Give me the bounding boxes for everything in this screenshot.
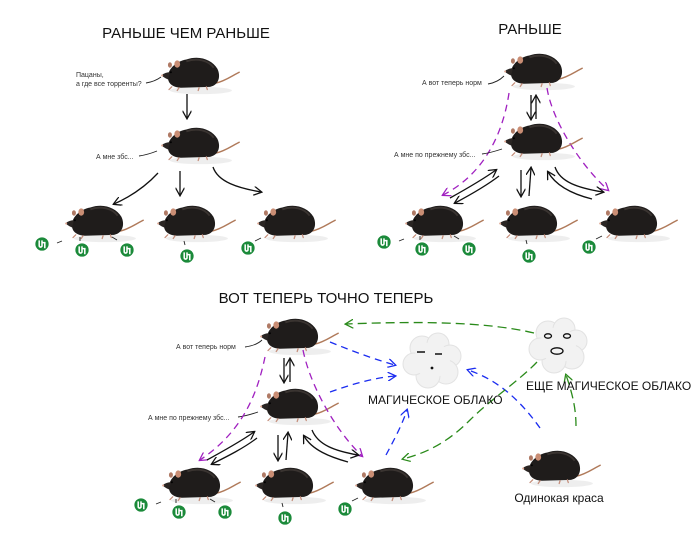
panel-title: РАНЬШЕ: [498, 21, 561, 38]
utorrent-icon: [35, 237, 49, 251]
panel-earliest: РАНЬШЕ ЧЕМ РАНЬШЕ Пацаны, а где все торр…: [35, 25, 337, 263]
arrow-down: [212, 437, 258, 464]
rat-leaf: [354, 466, 435, 506]
rat-leaf: [161, 466, 242, 506]
speech-pointer: [138, 150, 158, 157]
cloud-icon: [402, 332, 462, 389]
arrow-up: [304, 436, 349, 463]
torrent-links: [398, 235, 603, 245]
cloud-face: [562, 333, 572, 339]
rat-root: [160, 56, 241, 96]
rat-middle: [160, 126, 241, 166]
arrow-up: [548, 172, 593, 200]
speech-note: А вот теперь норм: [422, 80, 482, 87]
utorrent-icon: [172, 505, 186, 519]
utorrent-icon: [134, 498, 148, 512]
speech-pointer: [487, 75, 505, 85]
arrow-up: [286, 433, 288, 461]
blue-dashed-arrow: [385, 410, 407, 456]
blue-dashed-arrow: [468, 370, 541, 429]
arrow-right: [212, 166, 261, 192]
torrent-links: [155, 497, 359, 508]
rat-middle: [259, 387, 340, 427]
arrow-right: [311, 429, 358, 455]
purple-dashed-arrow: [200, 356, 266, 460]
speech-note: А мне збс...: [96, 153, 134, 161]
rat-leaf: [598, 204, 679, 244]
speech-pointer: [244, 339, 263, 348]
purple-dashed-arrow: [443, 92, 510, 195]
panel-title: ВОТ ТЕПЕРЬ ТОЧНО ТЕПЕРЬ: [219, 290, 434, 307]
utorrent-icon: [120, 243, 134, 257]
rat-middle: [503, 122, 584, 162]
green-dashed-arrow: [566, 375, 577, 427]
speech-note: А мне по прежнему збс...: [394, 151, 475, 159]
utorrent-icon: [377, 235, 391, 249]
utorrent-icon: [278, 511, 292, 525]
utorrent-icon: [180, 249, 194, 263]
panel-title: РАНЬШЕ ЧЕМ РАНЬШЕ: [102, 25, 270, 42]
blue-dashed-arrow: [329, 341, 395, 365]
green-dashed-arrow: [403, 361, 538, 459]
rat-leaf: [404, 204, 485, 244]
cloud-icon: [528, 317, 588, 374]
arrow-up: [529, 168, 531, 197]
rat-root: [503, 52, 584, 92]
rat-leaf: [256, 204, 337, 244]
cloud-label: МАГИЧЕСКОЕ ОБЛАКО: [368, 393, 503, 407]
green-dashed-arrow: [346, 323, 535, 334]
rat-leaf: [64, 204, 145, 244]
arrow-up: [206, 432, 254, 461]
blue-dashed-arrow: [329, 376, 395, 393]
torrent-links: [56, 236, 262, 246]
magic-cloud: МАГИЧЕСКОЕ ОБЛАКО: [368, 332, 503, 407]
speech-note: а где все торренты?: [76, 81, 142, 88]
utorrent-icon: [415, 242, 429, 256]
speech-pointer: [481, 148, 503, 155]
speech-note: Пацаны,: [76, 72, 104, 79]
lonely-rat-caption: Одинокая краса: [514, 491, 604, 505]
speech-pointer: [237, 411, 259, 418]
rat-lonely: [521, 449, 602, 489]
panel-earlier: РАНЬШЕ А вот теперь норм А мне по прежне…: [377, 21, 679, 263]
cloud-face: [543, 333, 553, 339]
cloud-face: [417, 351, 442, 355]
rat-leaf: [156, 204, 237, 244]
utorrent-icon: [338, 502, 352, 516]
arrow-down: [455, 175, 500, 203]
magic-cloud-2: ЕЩЕ МАГИЧЕСКОЕ ОБЛАКО: [526, 317, 691, 393]
utorrent-icon: [241, 241, 255, 255]
utorrent-icon: [75, 243, 89, 257]
utorrent-icon: [582, 240, 596, 254]
purple-dashed-arrow: [302, 349, 362, 456]
rat-leaf: [254, 466, 335, 506]
cloud-face: [550, 347, 564, 355]
panel-now: ВОТ ТЕПЕРЬ ТОЧНО ТЕПЕРЬ А вот теперь нор…: [134, 290, 691, 525]
arrow-left: [114, 172, 159, 204]
utorrent-icon: [218, 505, 232, 519]
arrow-right: [554, 166, 603, 192]
speech-pointer: [145, 76, 162, 84]
rat-leaf: [498, 204, 579, 244]
speech-note: А вот теперь норм: [176, 344, 236, 351]
utorrent-icon: [462, 242, 476, 256]
arrow-up: [449, 170, 496, 199]
cloud-face: [430, 366, 434, 370]
rat-root: [259, 317, 340, 357]
speech-note: А мне по прежнему збс...: [148, 414, 229, 422]
cloud-label: ЕЩЕ МАГИЧЕСКОЕ ОБЛАКО: [526, 379, 691, 393]
utorrent-icon: [522, 249, 536, 263]
